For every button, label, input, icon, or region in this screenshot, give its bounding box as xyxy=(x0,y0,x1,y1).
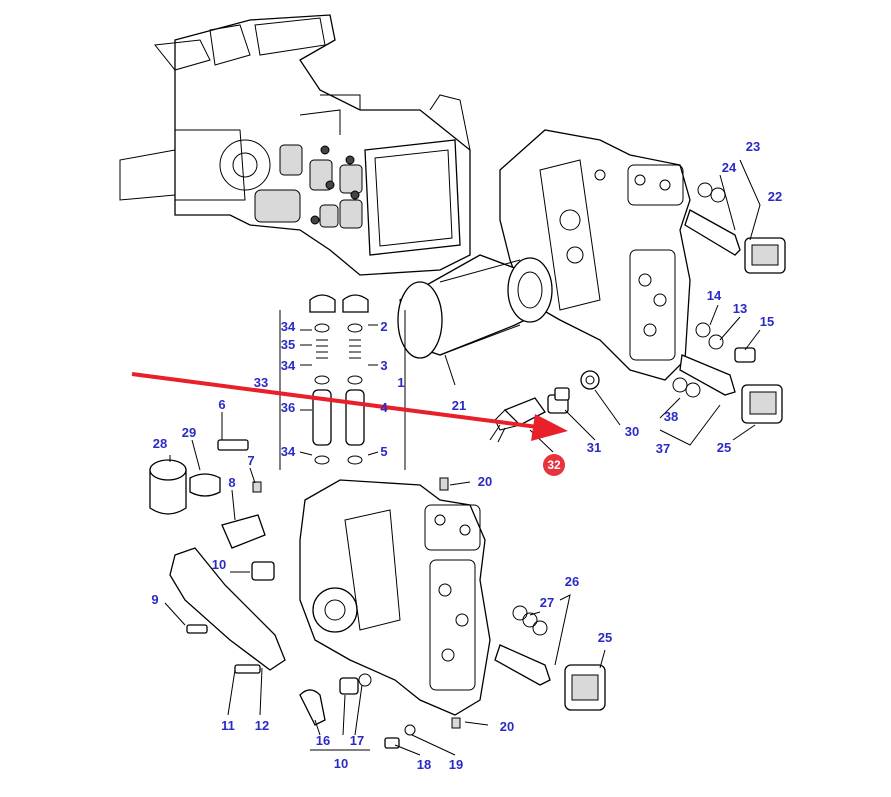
solenoid-assembly-upper-right xyxy=(672,182,786,424)
callout-2[interactable]: 2 xyxy=(380,319,387,334)
left-small-parts xyxy=(149,439,416,749)
oil-filter-canister xyxy=(397,254,553,359)
callout-19[interactable]: 19 xyxy=(449,757,463,772)
callout-15[interactable]: 15 xyxy=(760,314,774,329)
callout-9[interactable]: 9 xyxy=(151,592,158,607)
callout-8[interactable]: 8 xyxy=(228,475,235,490)
red-pointer-arrow xyxy=(131,372,568,441)
callout-17[interactable]: 17 xyxy=(350,733,364,748)
callout-21[interactable]: 21 xyxy=(452,398,466,413)
callout-34-top[interactable]: 34 xyxy=(281,319,296,334)
callout-13[interactable]: 13 xyxy=(733,301,747,316)
leader-lines xyxy=(164,159,761,756)
callout-22[interactable]: 22 xyxy=(768,189,782,204)
hydraulic-valve-body-upper xyxy=(499,129,691,381)
callout-38[interactable]: 38 xyxy=(664,409,678,424)
highlight-callout-32[interactable]: 32 xyxy=(543,454,565,476)
callout-6[interactable]: 6 xyxy=(218,397,225,412)
callout-12[interactable]: 12 xyxy=(255,718,269,733)
pressure-sensor-32 xyxy=(489,370,600,443)
callout-10-upper[interactable]: 10 xyxy=(212,557,226,572)
callout-14[interactable]: 14 xyxy=(707,288,722,303)
callout-29[interactable]: 29 xyxy=(182,425,196,440)
callout-25-upper[interactable]: 25 xyxy=(717,440,731,455)
arrow-shaft xyxy=(131,372,546,430)
callout-34-bottom[interactable]: 34 xyxy=(281,444,296,459)
callout-1[interactable]: 1 xyxy=(397,375,404,390)
callout-33[interactable]: 33 xyxy=(254,375,268,390)
callout-36[interactable]: 36 xyxy=(281,400,295,415)
callout-35[interactable]: 35 xyxy=(281,337,295,352)
callout-16[interactable]: 16 xyxy=(316,733,330,748)
highlight-label: 32 xyxy=(547,458,561,472)
callout-26[interactable]: 26 xyxy=(565,574,579,589)
callout-27[interactable]: 27 xyxy=(540,595,554,610)
callout-31[interactable]: 31 xyxy=(587,440,601,455)
callout-30[interactable]: 30 xyxy=(625,424,639,439)
callout-7[interactable]: 7 xyxy=(247,453,254,468)
callout-18[interactable]: 18 xyxy=(417,757,431,772)
callout-34-mid[interactable]: 34 xyxy=(281,358,296,373)
callout-10-lower[interactable]: 10 xyxy=(334,756,348,771)
gearbox-solenoid-stack xyxy=(254,144,363,229)
hydraulic-valve-body-lower xyxy=(299,477,491,729)
callout-25-lower[interactable]: 25 xyxy=(598,630,612,645)
callout-23[interactable]: 23 xyxy=(746,139,760,154)
callout-5[interactable]: 5 xyxy=(380,444,387,459)
transmission-housing xyxy=(119,14,471,276)
highlight-circle xyxy=(543,454,565,476)
callout-28[interactable]: 28 xyxy=(153,436,167,451)
callout-37[interactable]: 37 xyxy=(656,441,670,456)
solenoid-assembly-lower-right xyxy=(494,605,606,711)
callout-24[interactable]: 24 xyxy=(722,160,737,175)
callout-20-upper[interactable]: 20 xyxy=(478,474,492,489)
callout-20-lower[interactable]: 20 xyxy=(500,719,514,734)
callout-11[interactable]: 11 xyxy=(221,718,235,733)
callout-labels: 1 2 3 4 5 6 7 8 9 10 10 11 12 13 14 15 1… xyxy=(151,139,782,772)
callout-4[interactable]: 4 xyxy=(380,400,388,415)
arrow-head xyxy=(531,414,568,441)
callout-3[interactable]: 3 xyxy=(380,358,387,373)
